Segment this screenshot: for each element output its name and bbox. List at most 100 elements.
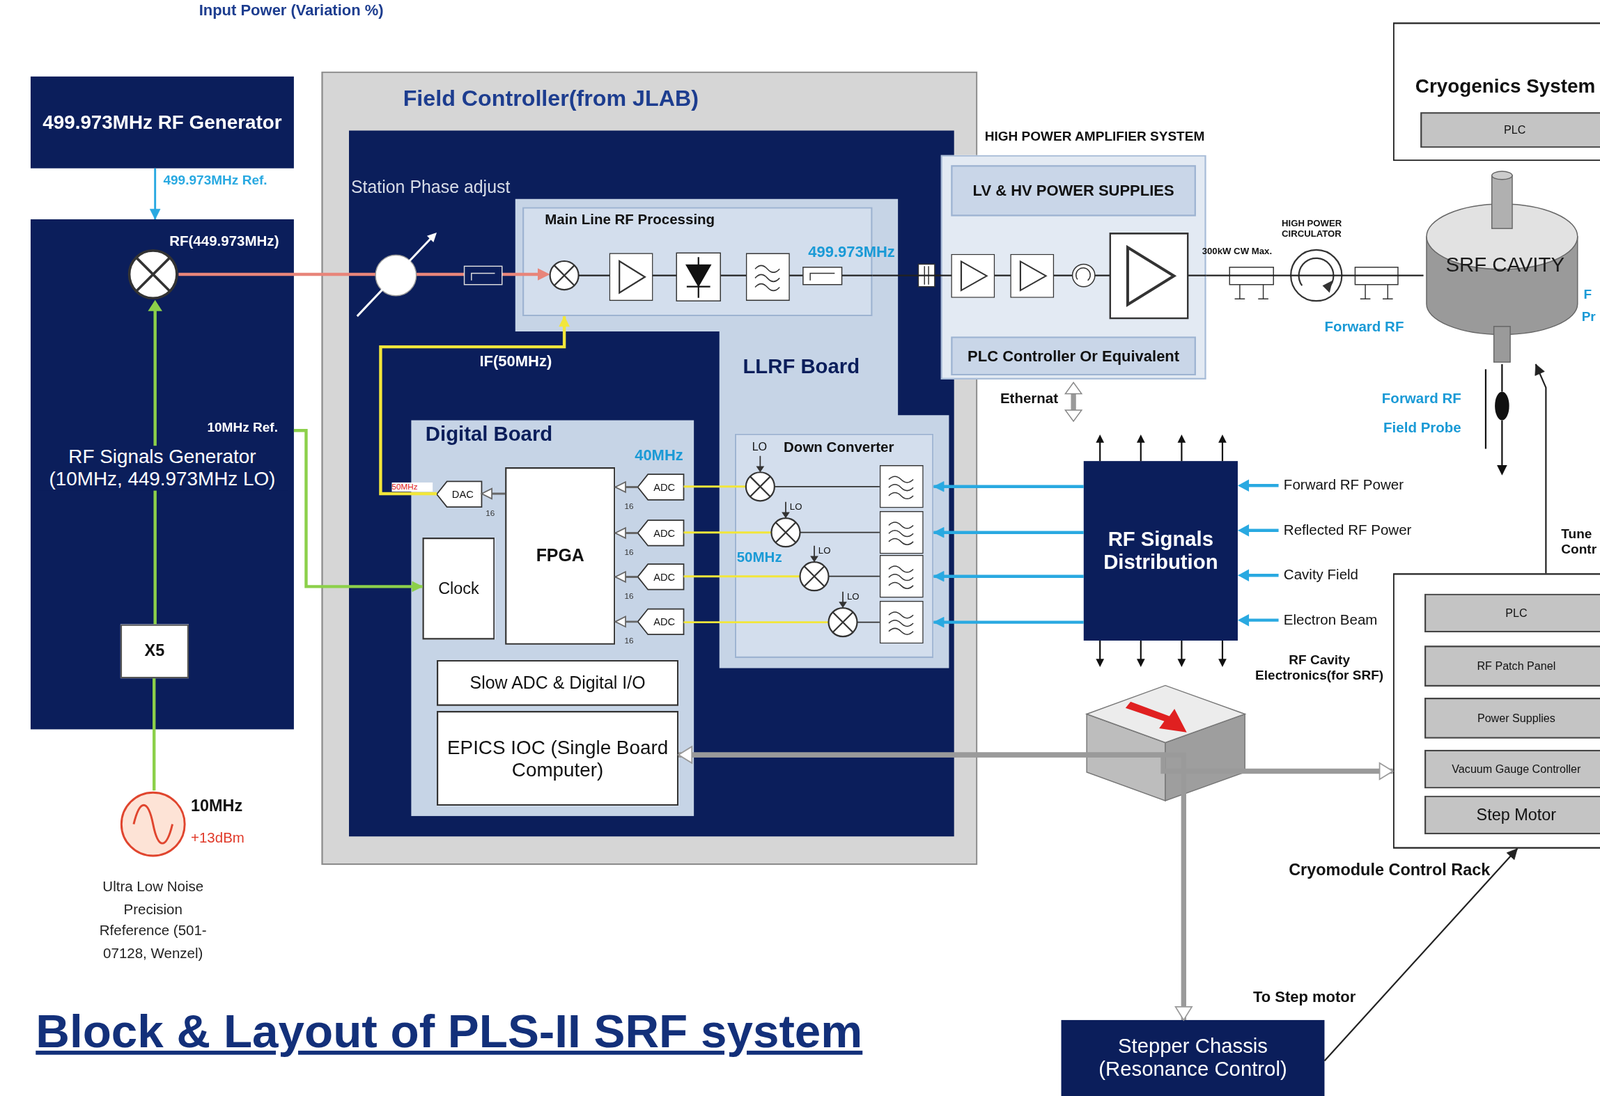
probe-wire [1501, 364, 1503, 393]
isolator-symbol [1076, 268, 1091, 281]
switch-arrow [1125, 702, 1187, 733]
connector-line [933, 620, 1084, 624]
node-label: RF Patch Panel [1476, 659, 1556, 673]
connector [615, 527, 638, 539]
arrowhead [1535, 364, 1545, 376]
connector [1535, 364, 1547, 574]
node-box: Step Motor [1424, 796, 1600, 836]
amplifier-symbol [1110, 233, 1189, 319]
converter-outline [638, 564, 685, 590]
text-label: LO [818, 546, 834, 557]
signal-wire [774, 486, 880, 623]
node-label: LV & HV POWER SUPPLIES [973, 181, 1175, 200]
connector [293, 430, 423, 592]
node-label: Field Controller(from JLAB) [403, 85, 832, 112]
connector-label: 499.973MHz Ref. [162, 173, 276, 189]
text-label: Reflected RF Power [1283, 521, 1427, 539]
filter-symbol [879, 555, 923, 598]
filter-symbol [879, 511, 923, 554]
connector [933, 617, 1084, 628]
connector-line [1206, 274, 1424, 276]
converter-box: ADC [638, 609, 685, 636]
converter-outline [638, 520, 685, 547]
arrowhead [1095, 434, 1227, 668]
node-box: 10MHz+13dBmUltra Low Noise Precision Rfe… [119, 790, 187, 859]
text-label: Cavity Field [1283, 566, 1427, 584]
text-label: LO [789, 502, 805, 513]
node-label: +13dBm [190, 829, 263, 847]
node-box: EPICS IOC (Single Board Computer) [436, 711, 679, 806]
node-label: ADC [653, 481, 675, 494]
text-label: 50MHz [736, 548, 794, 566]
node-label: PLC [1505, 606, 1527, 620]
text-label: RF Cavity Electronics(for SRF) [1253, 653, 1386, 685]
node-label: Power Supplies [1477, 711, 1556, 726]
text-label: Ethernat [994, 390, 1059, 407]
reference-wire [153, 309, 157, 625]
if-wire [683, 486, 829, 623]
arrowhead [1322, 280, 1334, 294]
node-box: RF Signals Distribution [1083, 461, 1238, 641]
arrowhead [615, 527, 626, 539]
converter-box: ADC [638, 564, 685, 590]
node-box: 499.973MHz RF Generator [30, 76, 294, 169]
input-arrows [1246, 485, 1279, 620]
arrowhead [933, 527, 944, 538]
node-label: DAC [452, 488, 474, 501]
arrowhead [481, 488, 492, 500]
node-label: FPGA [536, 546, 585, 567]
connector [1206, 275, 1424, 276]
mixer-symbol [746, 472, 775, 501]
connector-line [933, 485, 1084, 489]
node-label: ADC [653, 527, 675, 540]
node-box: Slow ADC & Digital I/O [436, 660, 679, 707]
amplifier-symbol [951, 254, 995, 298]
node-label: ADC [653, 615, 675, 628]
node-label: 499.973MHz RF Generator [42, 111, 282, 134]
connector-line [152, 678, 156, 791]
connector [1324, 849, 1518, 1062]
node-box: Cryomodule Control RackPLCRF Patch Panel… [1393, 573, 1600, 850]
arrowhead [426, 232, 437, 243]
node-box: FPGA [505, 467, 616, 646]
node-box: Power Supplies [1424, 697, 1600, 740]
text-label: 16 [624, 502, 638, 512]
arrowhead [1237, 479, 1249, 627]
mixer-symbol [550, 261, 579, 290]
arrowhead [1065, 410, 1082, 422]
node-box: Cryogenics SystemPLC [1393, 22, 1600, 161]
filter-symbol [879, 601, 923, 644]
text-label: Pr [1581, 309, 1598, 326]
connector [149, 168, 161, 220]
isolator-symbol [1072, 263, 1095, 287]
connector [678, 746, 1192, 1021]
node-label: PLC Controller Or Equivalent [967, 347, 1180, 365]
connector [615, 617, 638, 628]
node-box: PLC Controller Or Equivalent [950, 336, 1196, 376]
mixer-symbol [771, 518, 800, 547]
arrowhead [559, 316, 570, 327]
oscillator-circle [121, 792, 185, 857]
connector-label: IF(50MHz) [479, 351, 572, 370]
coupler-symbol [810, 273, 835, 281]
text-label: HIGH POWER CIRCULATOR [1281, 218, 1350, 239]
arrowhead [147, 300, 163, 312]
text-label: 499.973MHz [808, 243, 900, 261]
arrowhead [412, 581, 423, 593]
node-label: Cryomodule Control Rack [1288, 860, 1513, 880]
coupler-legs [1360, 284, 1394, 300]
text-label: 16 [624, 636, 638, 646]
node-box: Stepper Chassis (Resonance Control) [1061, 1020, 1325, 1096]
text-label: LO [752, 440, 769, 455]
diode-symbol [686, 257, 711, 299]
text-label: LO [847, 592, 862, 603]
text-label: Input Power (Variation %) [199, 0, 465, 19]
connector-line [872, 274, 942, 276]
connector [481, 488, 506, 500]
connector-line [678, 755, 1184, 1021]
text-label: Forward RF [1324, 318, 1412, 336]
node-label: Stepper Chassis (Resonance Control) [1079, 1034, 1307, 1082]
node-label: Down Converter [783, 438, 932, 456]
node-box: RF Patch Panel [1424, 645, 1600, 687]
text-label: RF(449.973MHz) [169, 232, 292, 250]
